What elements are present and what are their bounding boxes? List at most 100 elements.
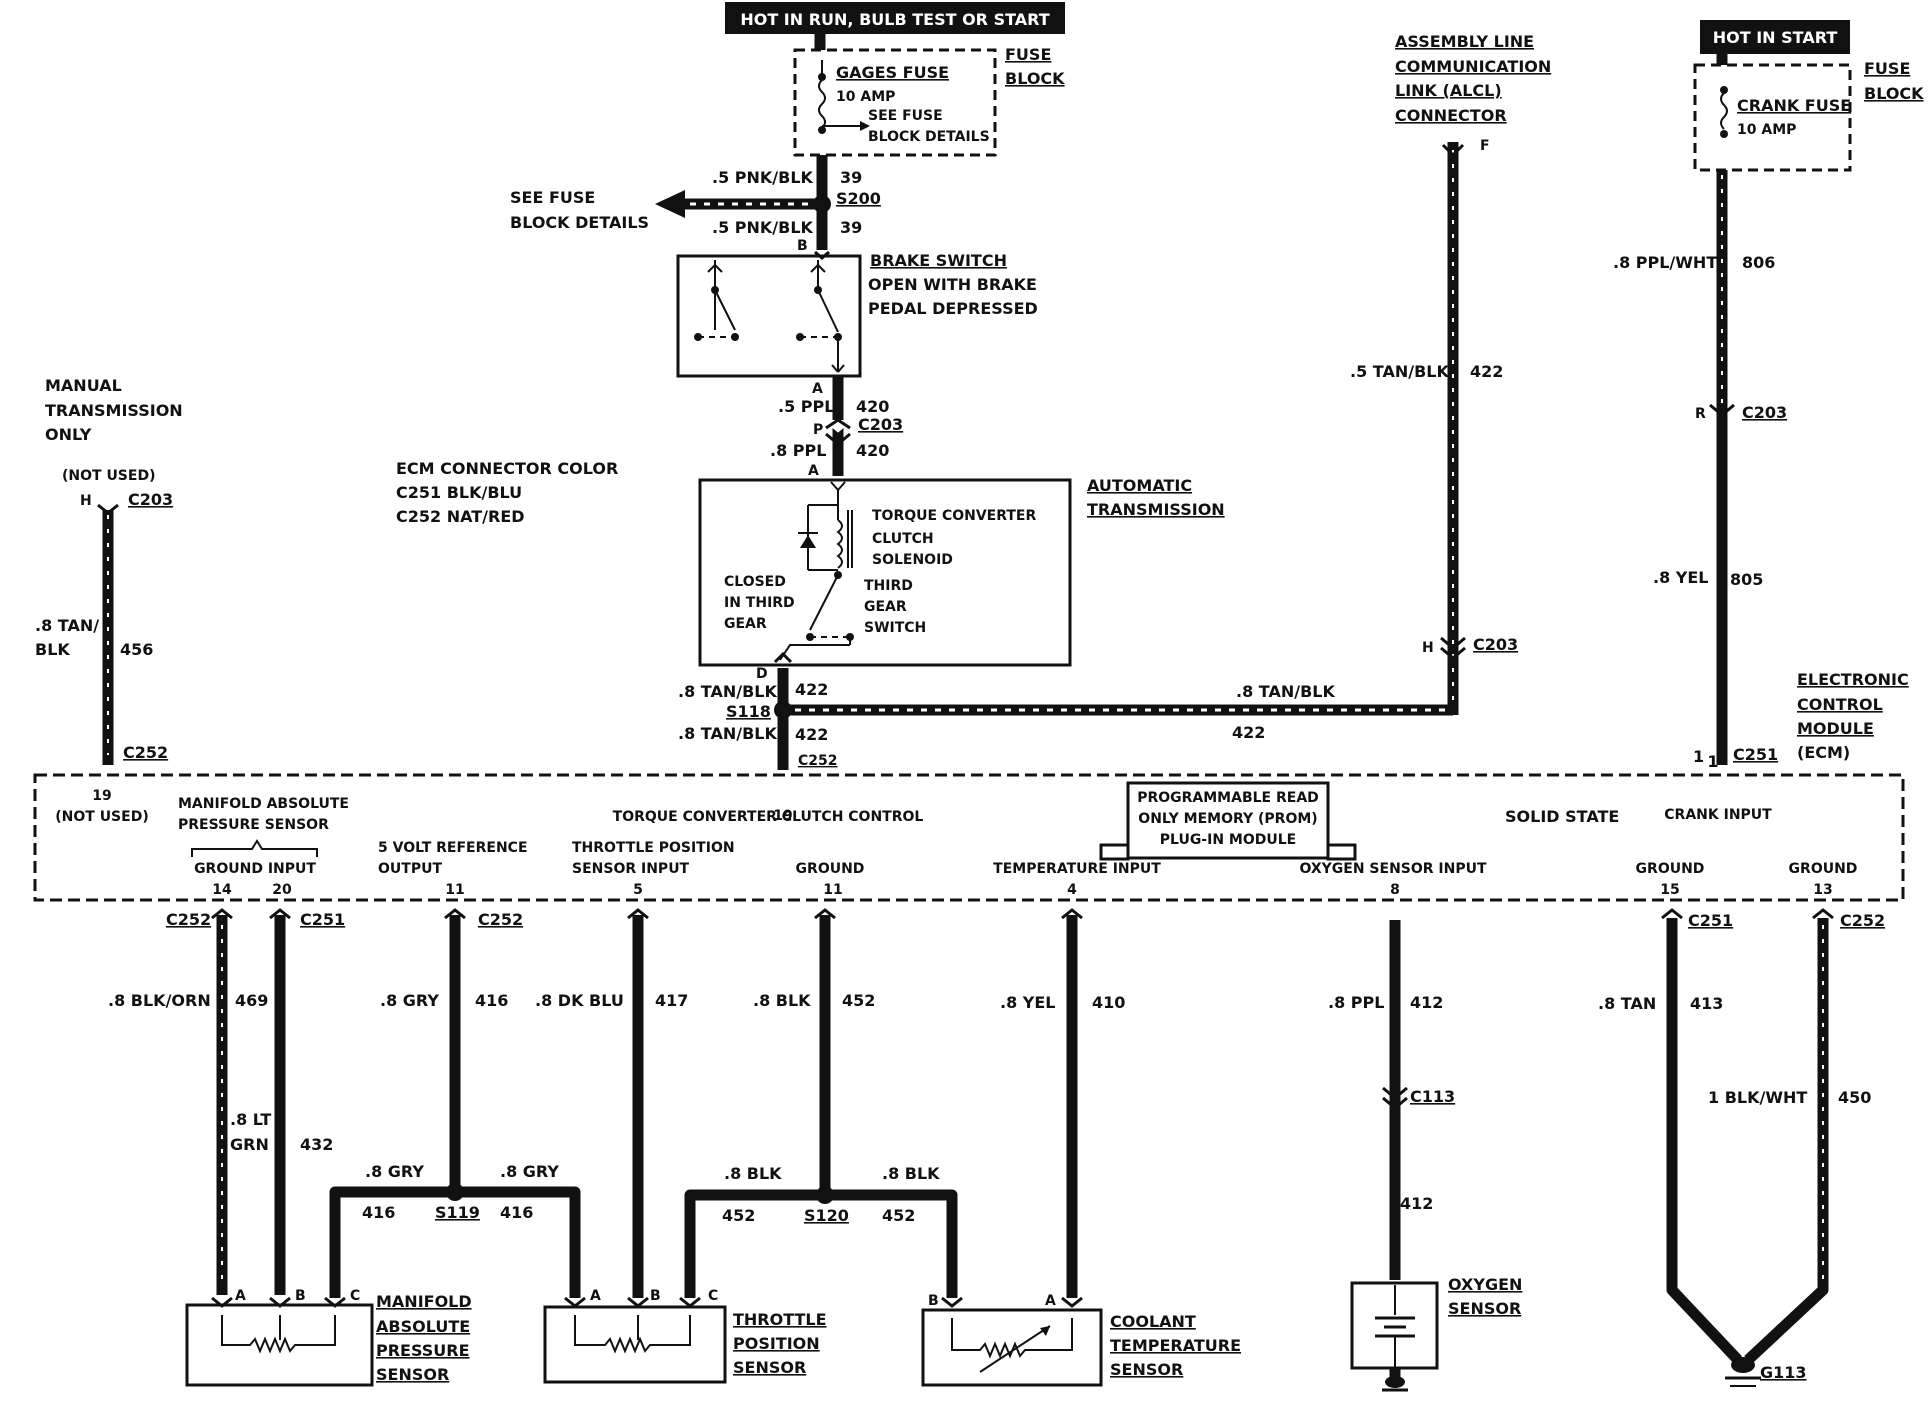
svg-text:THIRD: THIRD	[864, 578, 913, 594]
svg-text:PLUG-IN MODULE: PLUG-IN MODULE	[1160, 832, 1296, 848]
svg-text:1 BLK/WHT: 1 BLK/WHT	[1708, 1088, 1807, 1107]
svg-text:C252: C252	[478, 910, 523, 929]
svg-text:TEMPERATURE: TEMPERATURE	[1110, 1336, 1241, 1355]
gages-fuse: GAGES FUSE 10 AMP SEE FUSE BLOCK DETAILS…	[793, 34, 1065, 198]
svg-text:S120: S120	[804, 1206, 849, 1225]
svg-text:CLUTCH: CLUTCH	[872, 531, 934, 547]
svg-text:C252: C252	[123, 743, 168, 762]
svg-text:1: 1	[1693, 747, 1704, 766]
svg-text:20: 20	[272, 882, 292, 898]
svg-text:D: D	[756, 666, 768, 682]
svg-text:C251: C251	[300, 910, 345, 929]
svg-text:CRANK FUSE: CRANK FUSE	[1737, 96, 1851, 115]
wire-452: .8 BLK 452 .8 BLK 452 S120 .8 BLK 452	[684, 908, 958, 1298]
svg-text:39: 39	[840, 168, 862, 187]
wire-417: .8 DK BLU 417	[535, 908, 688, 1298]
manual-transmission: MANUAL TRANSMISSION ONLY (NOT USED) H C2…	[35, 376, 183, 765]
svg-text:.8 TAN/BLK: .8 TAN/BLK	[678, 682, 777, 701]
svg-text:P: P	[813, 422, 823, 438]
crank-fuse: CRANK FUSE 10 AMP FUSE BLOCK .8 PPL/WHT …	[1613, 54, 1924, 766]
svg-text:MODULE: MODULE	[1797, 719, 1874, 738]
svg-text:SENSOR: SENSOR	[733, 1358, 806, 1377]
svg-text:422: 422	[795, 725, 828, 744]
svg-text:A: A	[235, 1288, 246, 1304]
svg-text:C251: C251	[1733, 745, 1778, 764]
svg-text:AUTOMATIC: AUTOMATIC	[1087, 476, 1192, 495]
svg-text:.8 YEL: .8 YEL	[1000, 993, 1056, 1012]
svg-text:.8 YEL: .8 YEL	[1653, 568, 1709, 587]
wire-413: C251 .8 TAN 413	[1598, 908, 1743, 1364]
svg-text:10 AMP: 10 AMP	[1737, 122, 1796, 138]
svg-text:MANIFOLD: MANIFOLD	[376, 1292, 472, 1311]
svg-text:11: 11	[823, 882, 842, 898]
svg-text:(ECM): (ECM)	[1797, 743, 1850, 762]
svg-text:.8 LT: .8 LT	[230, 1110, 271, 1129]
svg-text:C: C	[708, 1288, 718, 1304]
svg-text:C113: C113	[1410, 1087, 1455, 1106]
wire-416: C252 .8 GRY 416 .8 GRY 416 S119 .8 GRY 4…	[329, 908, 581, 1298]
svg-text:.8 BLK/ORN: .8 BLK/ORN	[108, 991, 211, 1010]
svg-text:GROUND INPUT: GROUND INPUT	[194, 861, 316, 877]
svg-text:ELECTRONIC: ELECTRONIC	[1797, 670, 1909, 689]
svg-text:BLOCK DETAILS: BLOCK DETAILS	[510, 213, 649, 232]
svg-text:11: 11	[445, 882, 464, 898]
svg-text:H: H	[1422, 640, 1434, 656]
svg-text:LINK (ALCL): LINK (ALCL)	[1395, 81, 1502, 100]
throttle-position-sensor: A B C THROTTLE POSITION SENSOR	[543, 1288, 827, 1384]
svg-text:TORQUE CONVERTER CLUTCH CONTRO: TORQUE CONVERTER CLUTCH CONTROL	[613, 809, 924, 825]
svg-text:420: 420	[856, 441, 889, 460]
svg-text:.8 PPL: .8 PPL	[770, 441, 826, 460]
svg-text:416: 416	[362, 1203, 395, 1222]
svg-text:450: 450	[1838, 1088, 1871, 1107]
svg-text:MANUAL: MANUAL	[45, 376, 122, 395]
svg-text:MANIFOLD ABSOLUTE: MANIFOLD ABSOLUTE	[178, 796, 349, 812]
brake-switch: BRAKE SWITCH OPEN WITH BRAKE PEDAL DEPRE…	[676, 250, 1038, 479]
svg-text:HOT IN START: HOT IN START	[1713, 28, 1838, 47]
svg-text:4: 4	[1067, 882, 1077, 898]
ground-g113: G113	[1725, 1357, 1807, 1387]
svg-text:S119: S119	[435, 1203, 480, 1222]
svg-text:HOT IN RUN, BULB TEST OR STA: HOT IN RUN, BULB TEST OR START	[740, 10, 1049, 29]
svg-text:SEE FUSE: SEE FUSE	[868, 108, 943, 124]
wire-422-tcc: .8 TAN/BLK 422 S118 .8 TAN/BLK 422 .8 TA…	[678, 138, 1518, 770]
oxygen-sensor: OXYGEN SENSOR	[1350, 1275, 1522, 1392]
svg-text:ONLY: ONLY	[45, 425, 92, 444]
svg-text:POSITION: POSITION	[733, 1334, 820, 1353]
svg-text:B: B	[295, 1288, 306, 1304]
svg-text:B: B	[797, 238, 808, 254]
wire-412: .8 PPL 412 C113 412	[1328, 920, 1455, 1280]
svg-text:SENSOR INPUT: SENSOR INPUT	[572, 861, 690, 877]
svg-text:IN THIRD: IN THIRD	[724, 595, 795, 611]
gages-fuse-name: GAGES FUSE	[836, 63, 949, 82]
svg-text:S118: S118	[726, 702, 771, 721]
svg-text:PRESSURE SENSOR: PRESSURE SENSOR	[178, 817, 329, 833]
svg-text:R: R	[1695, 406, 1706, 422]
svg-text:.8 TAN/BLK: .8 TAN/BLK	[678, 724, 777, 743]
svg-text:413: 413	[1690, 994, 1723, 1013]
svg-text:456: 456	[120, 640, 153, 659]
svg-text:F: F	[1480, 138, 1490, 154]
svg-text:(NOT USED): (NOT USED)	[55, 809, 148, 825]
svg-text:C252 NAT/RED: C252 NAT/RED	[396, 507, 525, 526]
svg-text:452: 452	[882, 1206, 915, 1225]
svg-text:OXYGEN SENSOR INPUT: OXYGEN SENSOR INPUT	[1299, 861, 1487, 877]
svg-text:432: 432	[300, 1135, 333, 1154]
svg-text:G113: G113	[1760, 1363, 1807, 1382]
svg-text:.8 GRY: .8 GRY	[380, 991, 439, 1010]
svg-text:417: 417	[655, 991, 688, 1010]
svg-text:C203: C203	[1473, 635, 1518, 654]
svg-text:BLOCK DETAILS: BLOCK DETAILS	[868, 129, 990, 145]
svg-text:.8 GRY: .8 GRY	[500, 1162, 559, 1181]
svg-text:39: 39	[840, 218, 862, 237]
svg-text:422: 422	[795, 680, 828, 699]
svg-text:A: A	[1045, 1293, 1056, 1309]
svg-text:422: 422	[1232, 723, 1265, 742]
svg-text:.5 PNK/BLK: .5 PNK/BLK	[712, 168, 814, 187]
svg-text:GROUND: GROUND	[1636, 861, 1705, 877]
svg-text:PRESSURE: PRESSURE	[376, 1341, 470, 1360]
svg-text:C252: C252	[166, 910, 211, 929]
svg-text:.5 TAN/BLK: .5 TAN/BLK	[1350, 362, 1449, 381]
svg-text:SOLENOID: SOLENOID	[872, 552, 953, 568]
svg-text:C252: C252	[1840, 911, 1885, 930]
coolant-temperature-sensor: B A COOLANT TEMPERATURE SENSOR	[921, 1293, 1241, 1387]
